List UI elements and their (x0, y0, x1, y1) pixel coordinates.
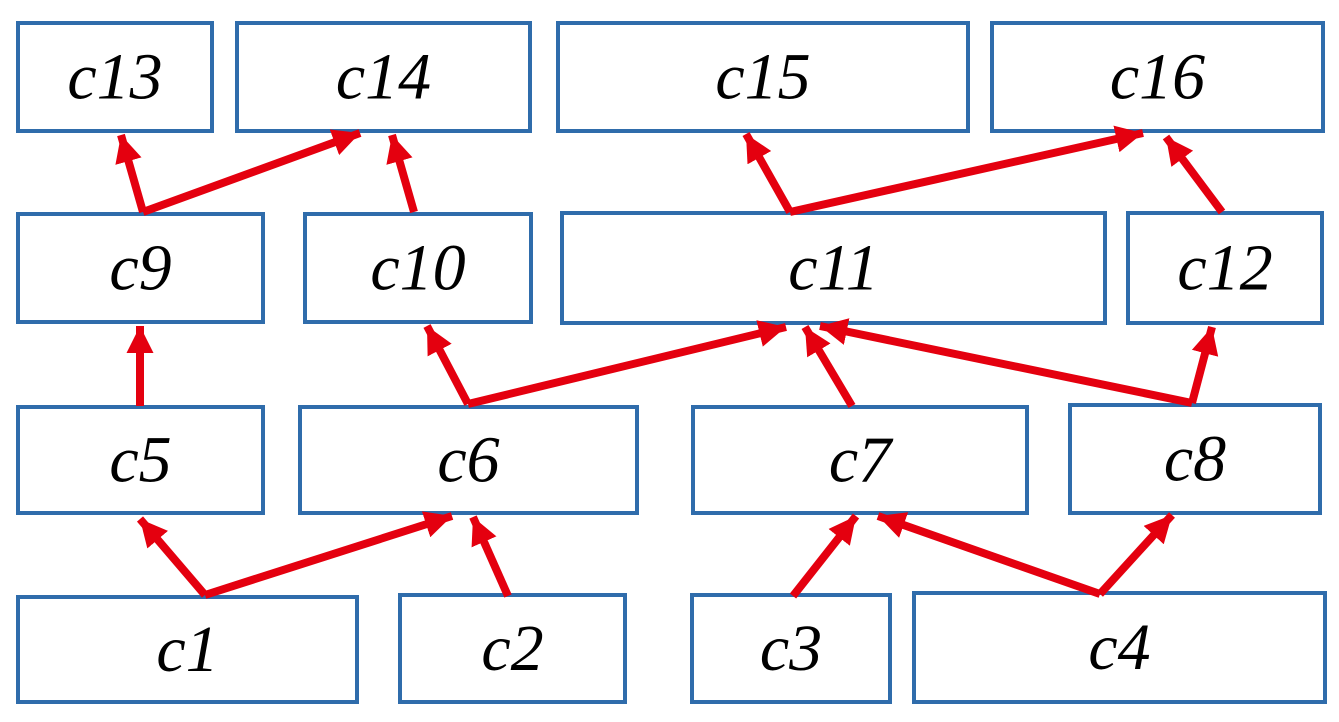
node-c9-label: c9 (109, 232, 171, 305)
node-c10-label: c10 (370, 232, 465, 305)
node-c13-label: c13 (67, 41, 162, 114)
edge-c7-to-c11 (801, 324, 856, 409)
node-c9: c9 (16, 212, 265, 324)
edge-c4-to-c8 (1097, 512, 1175, 597)
node-c6: c6 (298, 405, 639, 515)
node-c5-label: c5 (109, 424, 171, 497)
node-c10: c10 (303, 212, 533, 324)
node-c16: c16 (990, 21, 1325, 133)
node-c6-label: c6 (437, 424, 499, 497)
node-c15-label: c15 (715, 41, 810, 114)
edge-c2-to-c6 (469, 515, 512, 598)
node-c1-label: c1 (156, 613, 218, 686)
node-c1: c1 (16, 595, 359, 704)
edge-c3-to-c7 (789, 513, 860, 599)
edge-c12-to-c16 (1162, 134, 1226, 215)
node-c14-box (235, 21, 532, 133)
node-c3-label: c3 (760, 612, 822, 685)
edge-c1-to-c5 (136, 516, 209, 598)
edge-c8-to-c12 (1188, 325, 1219, 405)
edge-c6-to-c11 (467, 320, 787, 408)
node-c12-box (1126, 211, 1324, 325)
edge-c4-to-c7 (876, 512, 1102, 598)
node-c3-box (690, 593, 892, 704)
node-c6-box (298, 405, 639, 515)
node-c7: c7 (691, 405, 1029, 515)
edge-c1-to-c6 (203, 511, 454, 599)
edge-c11-to-c15 (742, 132, 794, 214)
edge-c8-to-c11 (819, 318, 1193, 407)
edge-c10-to-c14 (386, 133, 418, 214)
node-c11-box (560, 211, 1107, 325)
node-c3: c3 (690, 593, 892, 704)
node-c2-label: c2 (481, 612, 543, 685)
node-c2: c2 (398, 593, 627, 704)
node-c8-label: c8 (1164, 423, 1226, 496)
node-c8: c8 (1068, 403, 1322, 515)
node-c13: c13 (16, 21, 214, 133)
node-c11-label: c11 (788, 232, 878, 305)
node-c14: c14 (235, 21, 532, 133)
edge-c9-to-c13 (115, 133, 147, 214)
node-c2-box (398, 593, 627, 704)
node-c14-label: c14 (336, 41, 431, 114)
edge-c9-to-c14 (141, 129, 362, 216)
node-c16-box (990, 21, 1325, 133)
node-c4-label: c4 (1088, 611, 1150, 684)
node-c13-box (16, 21, 214, 133)
node-c10-box (303, 212, 533, 324)
node-c8-box (1068, 403, 1322, 515)
node-c5: c5 (16, 405, 265, 515)
node-c7-label: c7 (829, 424, 894, 497)
node-c11: c11 (560, 211, 1107, 325)
node-c4: c4 (912, 591, 1327, 704)
node-c4-box (912, 591, 1327, 704)
node-c12: c12 (1126, 211, 1324, 325)
node-c1-box (16, 595, 359, 704)
node-c12-label: c12 (1177, 232, 1272, 305)
node-c16-label: c16 (1110, 41, 1205, 114)
node-c15-box (556, 21, 970, 133)
node-c5-box (16, 405, 265, 515)
node-c7-box (691, 405, 1029, 515)
edge-c11-to-c16 (789, 125, 1144, 216)
edge-c6-to-c10 (423, 324, 472, 406)
node-c9-box (16, 212, 265, 324)
node-c15: c15 (556, 21, 970, 133)
